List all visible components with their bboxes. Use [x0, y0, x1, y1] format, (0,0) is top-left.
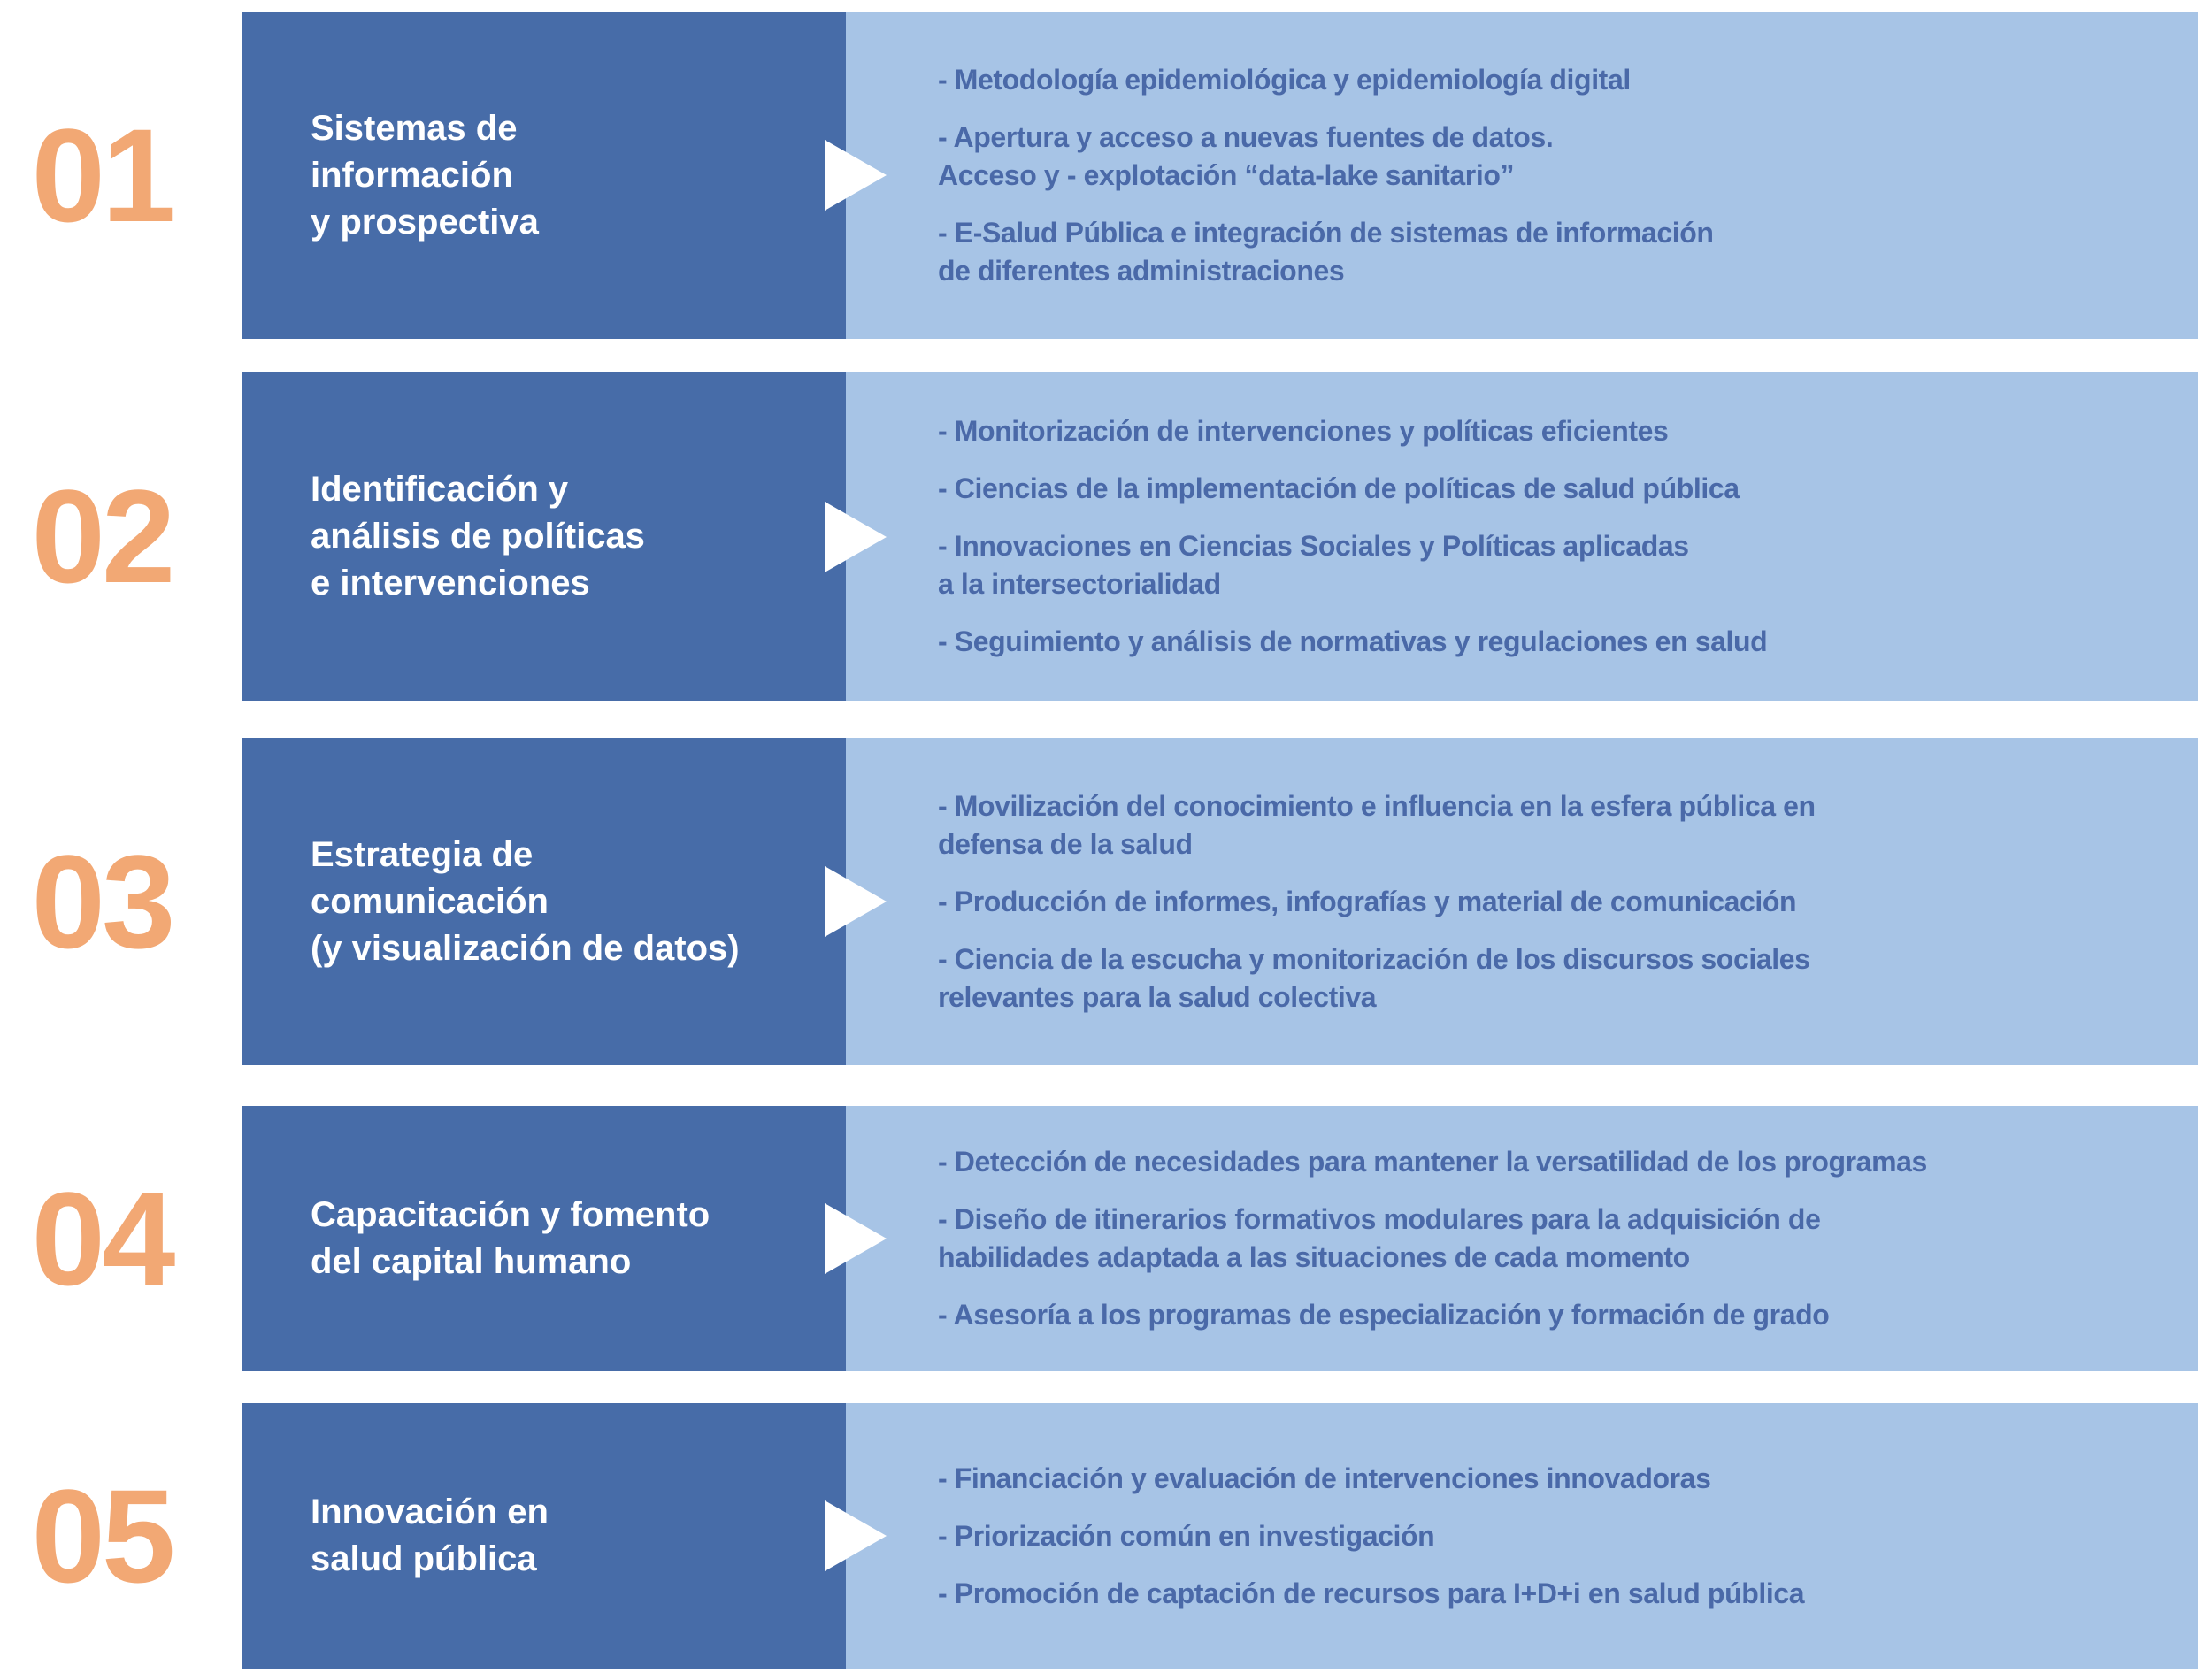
strategic-line-row: 01 Sistemas de información y prospectiva…: [0, 12, 2212, 339]
arrow-right-icon: [825, 1203, 887, 1274]
strategic-line-row: 04 Capacitación y fomento del capital hu…: [0, 1106, 2212, 1371]
strategic-line-row: 05 Innovación en salud pública - Financi…: [0, 1403, 2212, 1669]
line-items-block: - Detección de necesidades para mantener…: [846, 1106, 2198, 1371]
arrow-right-icon: [825, 140, 887, 211]
strategic-line-row: 02 Identificación y análisis de política…: [0, 372, 2212, 701]
line-number: 01: [31, 100, 176, 249]
line-title-block: Capacitación y fomento del capital human…: [242, 1106, 846, 1371]
line-title-block: Innovación en salud pública: [242, 1403, 846, 1669]
line-item: - Detección de necesidades para mantener…: [938, 1146, 1927, 1178]
line-item: - Diseño de itinerarios formativos modul…: [938, 1203, 1821, 1273]
line-title-block: Sistemas de información y prospectiva: [242, 12, 846, 339]
line-item: - Monitorización de intervenciones y pol…: [938, 415, 1669, 447]
strategic-line-row: 03 Estrategia de comunicación (y visuali…: [0, 738, 2212, 1065]
line-title: Sistemas de información y prospectiva: [311, 108, 539, 242]
line-item: - E-Salud Pública e integración de siste…: [938, 216, 1714, 287]
line-item: - Innovaciones en Ciencias Sociales y Po…: [938, 530, 1689, 600]
line-item: - Priorización común en investigación: [938, 1519, 1435, 1552]
line-items-block: - Monitorización de intervenciones y pol…: [846, 372, 2198, 701]
line-item: - Ciencias de la implementación de polít…: [938, 472, 1740, 504]
line-items-block: - Metodología epidemiológica y epidemiol…: [846, 12, 2198, 339]
line-item: - Asesoría a los programas de especializ…: [938, 1299, 1830, 1331]
line-title: Identificación y análisis de políticas e…: [311, 470, 645, 602]
line-title: Innovación en salud pública: [311, 1493, 549, 1578]
arrow-right-icon: [825, 866, 887, 937]
line-number: 04: [31, 1163, 176, 1313]
line-item: - Metodología epidemiológica y epidemiol…: [938, 63, 1631, 96]
line-item: - Movilización del conocimiento e influe…: [938, 789, 1816, 860]
line-title: Estrategia de comunicación (y visualizac…: [311, 834, 740, 968]
line-number: 03: [31, 826, 176, 976]
arrow-right-icon: [825, 501, 887, 572]
line-number: 05: [31, 1461, 176, 1610]
line-item: - Promoción de captación de recursos par…: [938, 1577, 1805, 1609]
line-items-block: - Financiación y evaluación de intervenc…: [846, 1403, 2198, 1669]
line-items-block: - Movilización del conocimiento e influe…: [846, 738, 2198, 1065]
line-number: 02: [31, 462, 176, 610]
line-item: - Producción de informes, infografías y …: [938, 885, 1797, 917]
line-title: Capacitación y fomento del capital human…: [311, 1195, 710, 1281]
line-title-block: Estrategia de comunicación (y visualizac…: [242, 738, 846, 1065]
line-item: - Seguimiento y análisis de normativas y…: [938, 625, 1768, 657]
line-item: - Ciencia de la escucha y monitorización…: [938, 942, 1810, 1013]
arrow-right-icon: [825, 1500, 887, 1571]
line-title-block: Identificación y análisis de políticas e…: [242, 372, 846, 701]
line-item: - Financiación y evaluación de intervenc…: [938, 1462, 1711, 1494]
line-item: - Apertura y acceso a nuevas fuentes de …: [938, 120, 1554, 191]
